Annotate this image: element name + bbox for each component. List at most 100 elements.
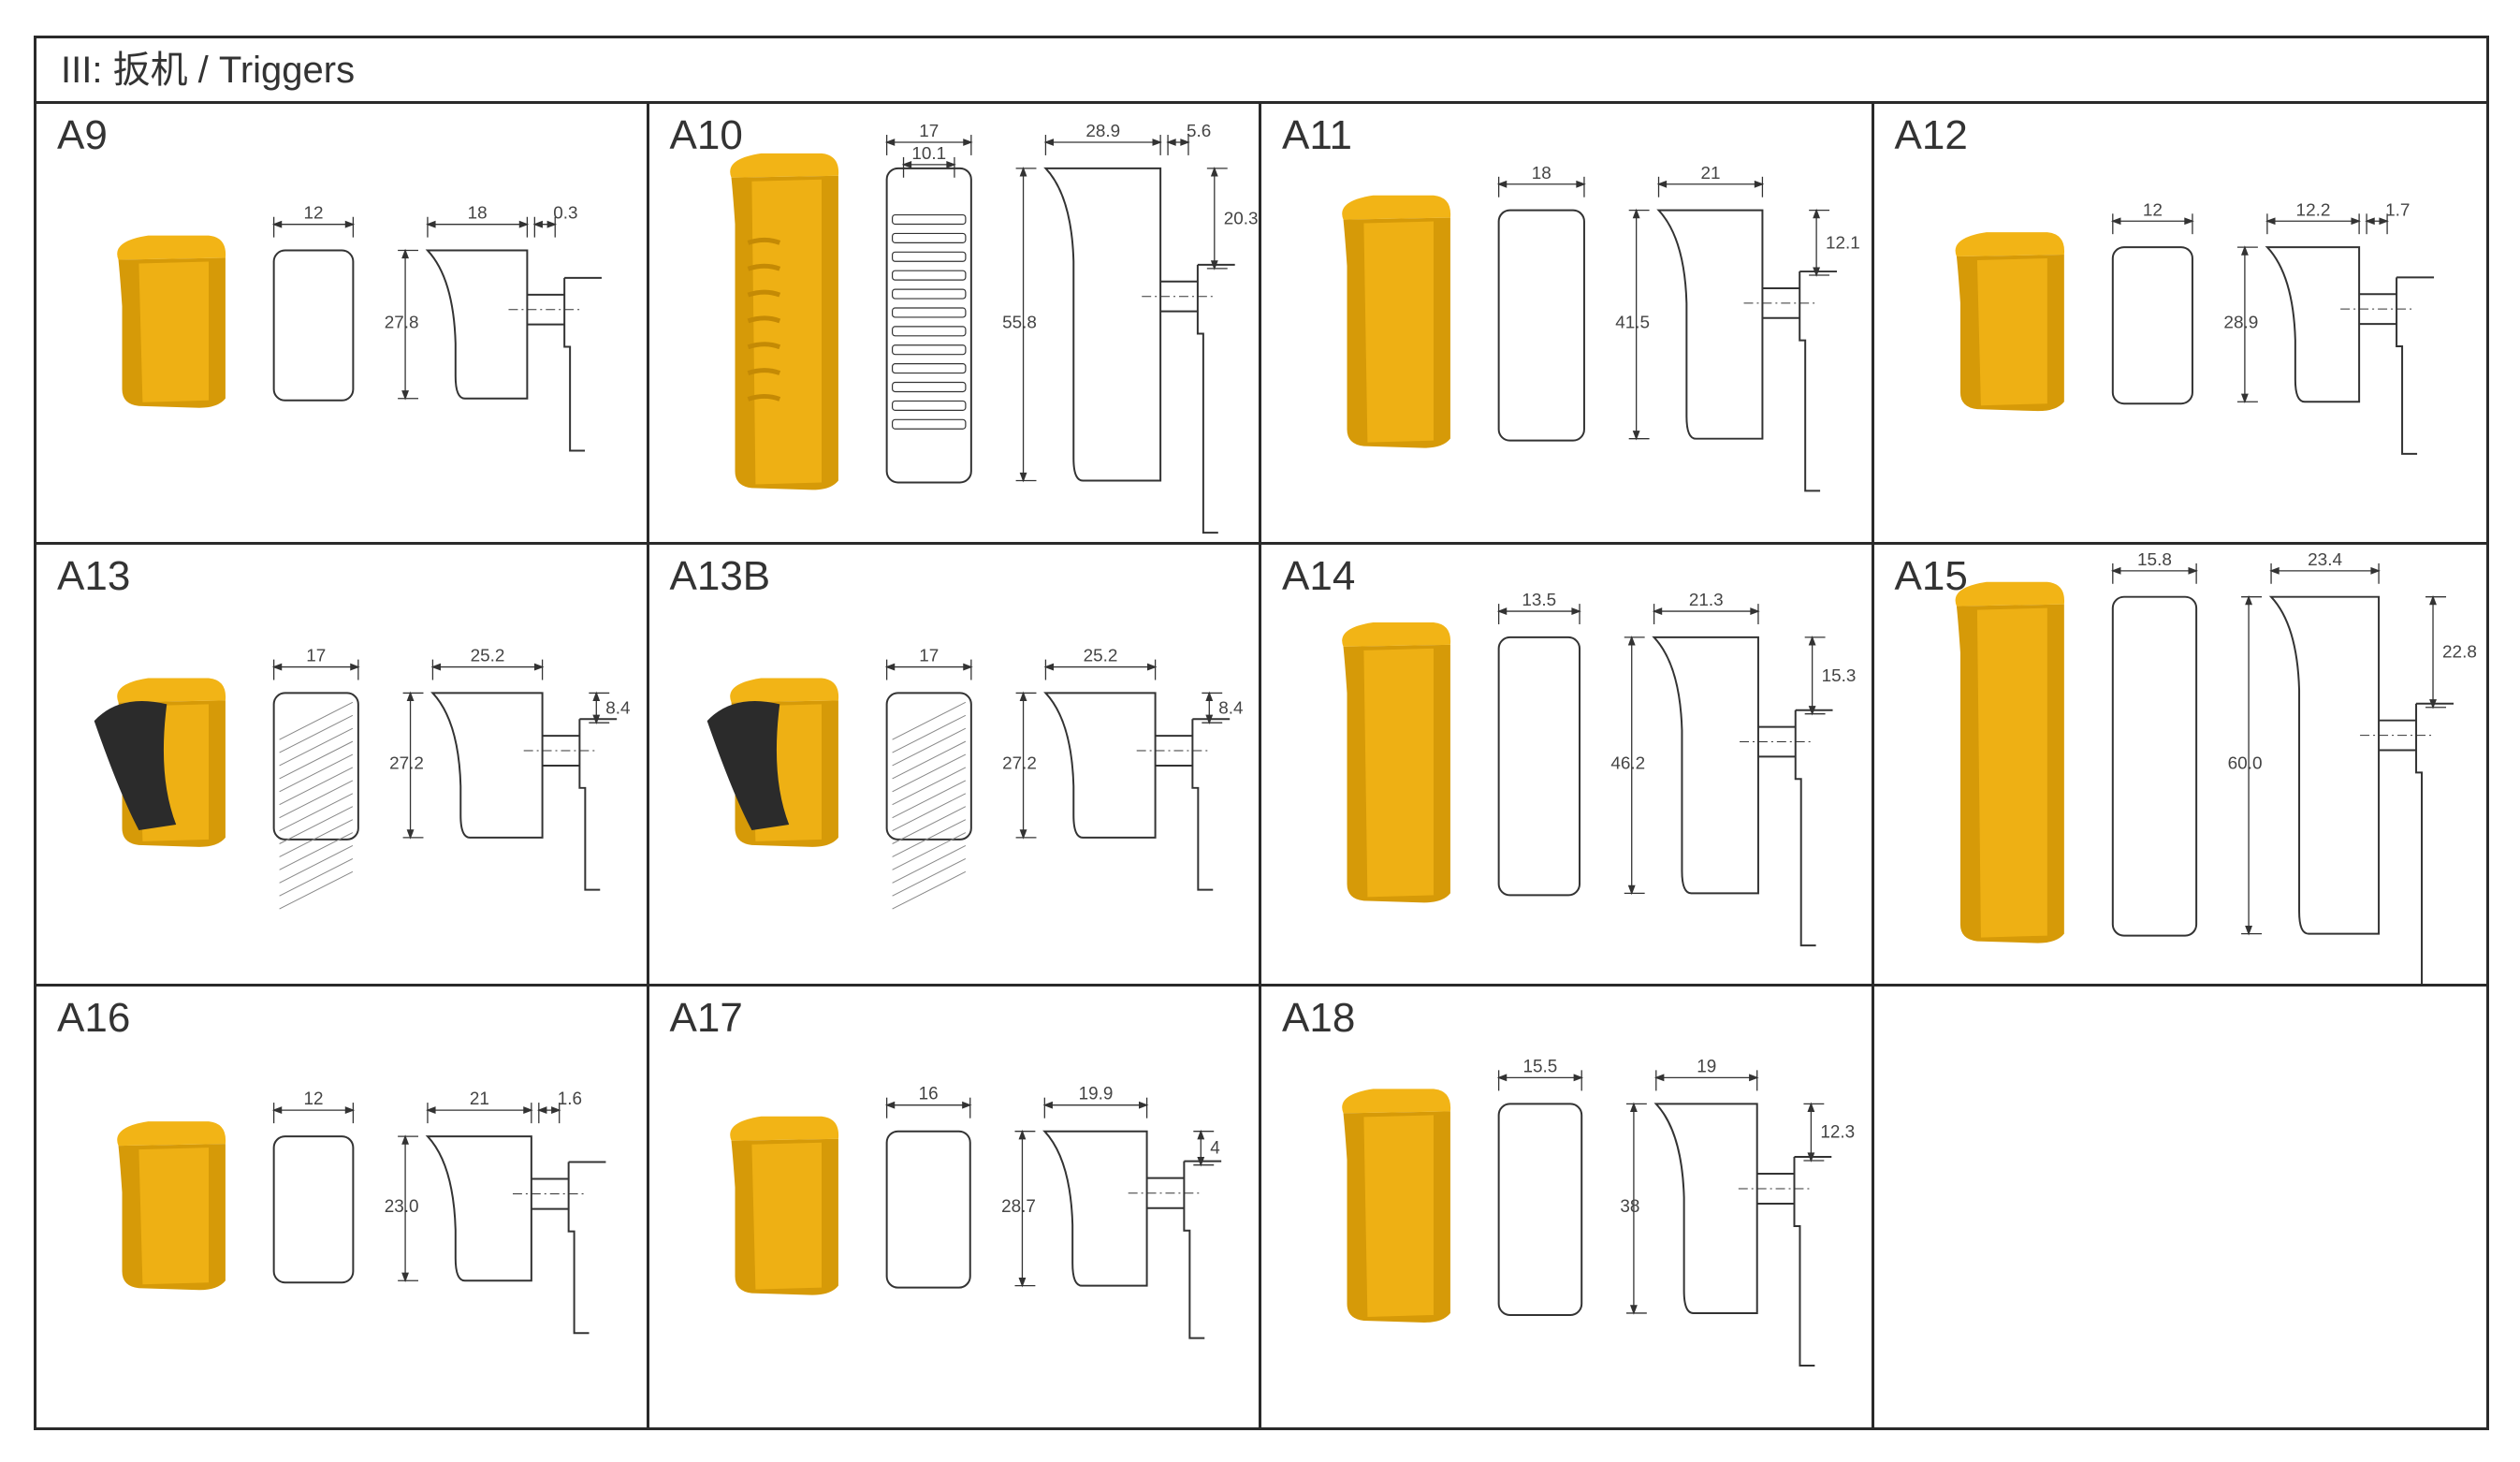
depth-dimension: 18 xyxy=(468,204,488,224)
trigger-code: A12 xyxy=(1894,112,1968,158)
rubber-grip xyxy=(94,701,177,831)
width-dimension: 12 xyxy=(304,1089,324,1109)
side-profile-drawing xyxy=(1653,1103,1832,1367)
width-dimension: 12 xyxy=(304,204,324,224)
trigger-3d-render xyxy=(1955,582,2064,943)
height-dimension: 60.0 xyxy=(2227,754,2262,774)
trigger-3d-render xyxy=(1955,232,2064,412)
height-dimension: 28.7 xyxy=(1001,1197,1036,1217)
front-view-drawing xyxy=(2111,246,2193,405)
dimension-line xyxy=(1496,176,1586,197)
trigger-code: A13B xyxy=(669,553,771,600)
upper-dimension: 4 xyxy=(1210,1138,1220,1158)
dimension-line xyxy=(1809,208,1830,277)
depth-dimension: 25.2 xyxy=(1083,647,1117,666)
dimension-line xyxy=(532,216,558,238)
side-profile-drawing xyxy=(425,1134,606,1334)
dimension-line xyxy=(430,659,545,680)
dimension-line xyxy=(1043,135,1162,155)
width-dimension: 17 xyxy=(919,647,939,666)
trigger-3d-render xyxy=(117,235,226,408)
height-dimension: 55.8 xyxy=(1002,314,1037,333)
offset-dimension: 0.3 xyxy=(553,204,577,224)
width-dimension: 16 xyxy=(918,1084,938,1104)
height-dimension: 28.9 xyxy=(2223,314,2258,333)
dimension-line xyxy=(1206,166,1228,270)
width-dimension: 17 xyxy=(306,647,326,666)
depth-dimension: 21 xyxy=(1700,164,1720,183)
side-profile-drawing xyxy=(2265,246,2434,455)
dimension-line xyxy=(1803,1102,1825,1162)
width-dimension: 18 xyxy=(1532,164,1551,183)
trigger-code: A17 xyxy=(669,994,743,1041)
dimension-line xyxy=(1656,176,1765,197)
front-view-drawing xyxy=(272,249,355,402)
dimension-line xyxy=(884,135,973,155)
depth-dimension: 21.3 xyxy=(1689,591,1724,610)
dimension-line xyxy=(426,1102,533,1123)
width-dimension: 12 xyxy=(2142,200,2162,220)
upper-dimension: 20.3 xyxy=(1223,209,1258,228)
dimension-line xyxy=(1014,1129,1035,1288)
dimension-line xyxy=(2364,213,2389,235)
trigger-3d-render xyxy=(1342,1089,1451,1323)
upper-dimension: 22.8 xyxy=(2442,643,2477,663)
front-view-drawing xyxy=(885,692,972,910)
dimension-line xyxy=(1015,166,1036,483)
upper-dimension: 15.3 xyxy=(1822,666,1857,686)
dimension-line xyxy=(1165,135,1190,155)
upper-dimension: 8.4 xyxy=(605,699,630,719)
dimension-line xyxy=(426,216,530,238)
dimension-line xyxy=(884,659,973,680)
depth-dimension: 12.2 xyxy=(2295,200,2330,220)
front-view-drawing xyxy=(1497,1103,1583,1316)
side-profile-drawing xyxy=(1042,692,1230,891)
dimension-line xyxy=(589,691,610,725)
dimension-line xyxy=(2268,563,2381,585)
side-profile-drawing xyxy=(1042,1130,1221,1339)
dimension-line xyxy=(884,1097,972,1118)
side-profile-drawing xyxy=(430,692,618,891)
front-view-drawing xyxy=(1497,209,1585,442)
trigger-3d-render xyxy=(1342,622,1451,903)
upper-dimension: 12.3 xyxy=(1820,1122,1855,1142)
depth-dimension: 19 xyxy=(1697,1057,1716,1076)
empty-cell xyxy=(1874,987,2487,1427)
front-view-drawing xyxy=(272,1134,355,1283)
upper-dimension: 8.4 xyxy=(1218,699,1243,719)
height-dimension: 27.2 xyxy=(1002,754,1037,774)
offset-dimension: 1.7 xyxy=(2385,200,2410,220)
trigger-illustration: 17 25.2 27.2 8.4 xyxy=(706,647,1243,910)
height-dimension: 41.5 xyxy=(1615,314,1650,333)
trigger-illustration: 12 12.2 28.9 1.7 xyxy=(1955,200,2434,455)
trigger-code: A15 xyxy=(1894,553,1968,600)
trigger-3d-render xyxy=(706,678,838,848)
front-view-drawing xyxy=(272,692,359,910)
offset-dimension: 5.6 xyxy=(1186,122,1210,141)
section-header: III: 扳机 / Triggers xyxy=(36,38,2486,104)
dimension-line xyxy=(1015,691,1036,841)
trigger-cell-a12: A12 12 12.2 28.9 1.7 xyxy=(1873,104,2486,546)
trigger-code: A10 xyxy=(669,112,743,158)
dimension-line xyxy=(1628,208,1650,441)
width-dimension: 15.8 xyxy=(2137,550,2172,570)
dimension-line xyxy=(1652,604,1760,625)
height-dimension: 27.8 xyxy=(385,314,419,333)
height-dimension: 27.2 xyxy=(389,754,424,774)
